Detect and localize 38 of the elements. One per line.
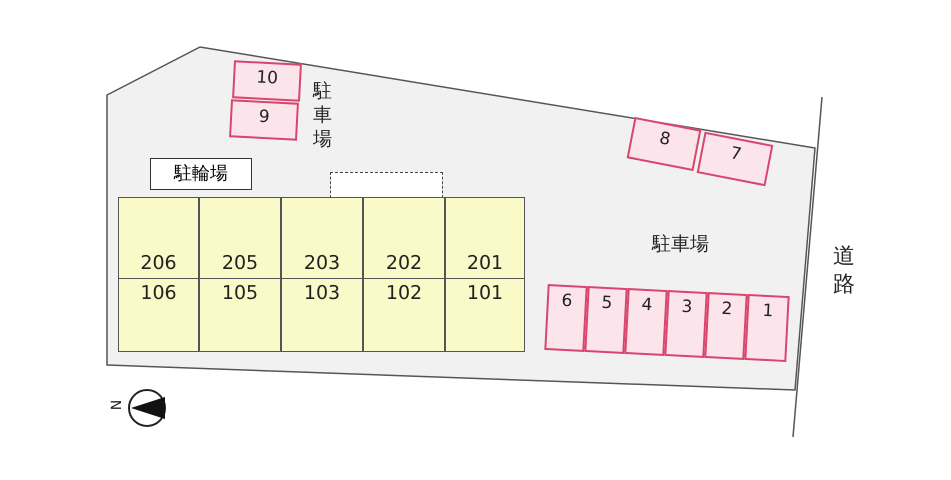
apartment-unit [281, 197, 363, 352]
space-number: 7 [728, 142, 744, 167]
parking-space [232, 60, 302, 102]
space-number: 1 [760, 300, 775, 322]
parking-space [664, 290, 708, 358]
road-label: 道路 [832, 243, 856, 298]
space-number: 8 [656, 127, 674, 152]
room-number: 101 [466, 282, 504, 304]
area-label: 駐車場 [652, 232, 709, 257]
space-number: 3 [680, 296, 694, 318]
space-number: 5 [600, 292, 614, 314]
space-number: 2 [720, 298, 734, 320]
parking-space [229, 99, 299, 141]
apartment-unit [118, 197, 199, 352]
room-number: 106 [139, 282, 178, 304]
north-mark: N [109, 400, 126, 410]
room-number: 201 [466, 252, 504, 274]
room-number: 103 [302, 282, 342, 304]
bicycle-parking-box: 駐輪場 [150, 158, 252, 190]
parking-space [544, 284, 588, 352]
apartment-unit [363, 197, 445, 352]
area-label: 駐車場 [312, 80, 333, 152]
space-number: 9 [257, 106, 272, 129]
room-number: 105 [220, 282, 260, 304]
room-number: 206 [139, 252, 178, 274]
room-number: 205 [220, 252, 260, 274]
parking-space [584, 286, 628, 354]
room-number: 202 [384, 252, 424, 274]
space-number: 10 [254, 66, 280, 90]
parking-space [704, 292, 748, 360]
apartment-unit [445, 197, 525, 352]
room-number: 203 [302, 252, 342, 274]
space-number: 6 [560, 290, 574, 312]
parking-space [624, 288, 668, 356]
dashed-outline-box [330, 172, 443, 198]
apartment-unit [199, 197, 281, 352]
room-number: 102 [384, 282, 424, 304]
space-number: 4 [640, 294, 654, 316]
